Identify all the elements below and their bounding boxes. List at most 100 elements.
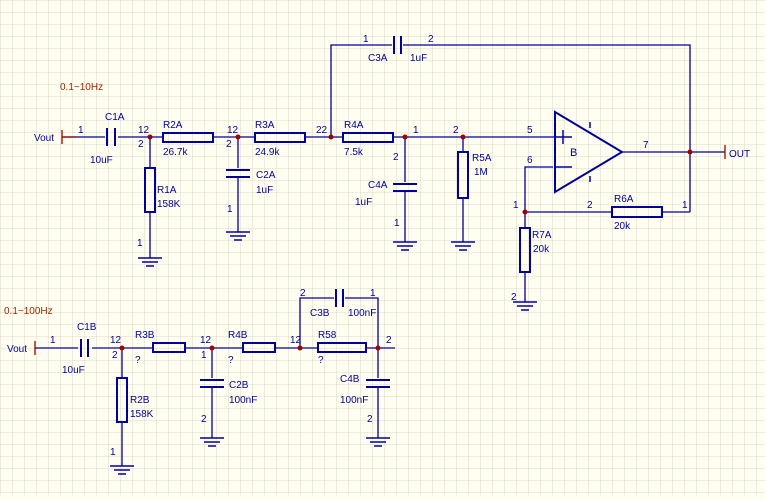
upper-r1-value: 158K — [157, 199, 181, 210]
lower-c4-ref: C4B — [340, 374, 360, 385]
pin-number: 2 — [587, 200, 593, 211]
pin-number: 1 — [394, 218, 400, 229]
upper-r5-value: 1M — [474, 167, 488, 178]
upper-r3-value: 24.9k — [255, 147, 280, 158]
upper-r2-resistor — [162, 132, 214, 143]
pin-number: 1 — [227, 204, 233, 215]
upper-r5-ref: R5A — [472, 153, 492, 164]
pin-number: 2 — [367, 414, 373, 425]
upper-filter — [62, 44, 725, 302]
upper-c2-ref: C2A — [256, 170, 276, 181]
lower-input-label: Vout — [7, 344, 27, 355]
lower-c4-capacitor — [366, 379, 390, 388]
lower-r5-resistor — [317, 342, 367, 353]
pin-number: 2 — [393, 152, 399, 163]
upper-grounds — [138, 231, 537, 311]
upper-c4-capacitor — [393, 183, 417, 192]
lower-r2-resistor — [116, 377, 128, 423]
pin-number: 12 — [200, 335, 212, 346]
pin-number: 1 — [50, 335, 56, 346]
upper-c3-capacitor — [393, 36, 402, 54]
upper-r2-value: 26.7k — [163, 147, 188, 158]
lower-r2-ref: R2B — [130, 395, 150, 406]
upper-r7-ref: R7A — [532, 230, 552, 241]
pin-number: 12 — [290, 335, 302, 346]
upper-c1-value: 10uF — [90, 155, 113, 166]
upper-c4-ref: C4A — [368, 180, 388, 191]
pin-number: 1 — [78, 125, 84, 136]
upper-output-label: OUT — [729, 149, 750, 160]
lower-c3-capacitor — [335, 289, 344, 307]
lower-r4-resistor — [242, 342, 276, 353]
pin-number: 1 — [682, 200, 688, 211]
pin-number: 2 — [112, 350, 118, 361]
pin-number: 1 — [513, 200, 519, 211]
lower-c1-capacitor — [80, 339, 89, 357]
upper-r4-resistor — [342, 132, 394, 143]
upper-r7-value: 20k — [533, 244, 550, 255]
upper-pin-stubs — [61, 130, 726, 159]
pin-number: 1 — [110, 447, 116, 458]
pin-number: 12 — [138, 125, 150, 136]
lower-r3-resistor — [152, 342, 186, 353]
pin-number: 2 — [201, 414, 207, 425]
pin-number: 5 — [527, 125, 533, 136]
lower-range-label: 0.1~100Hz — [4, 306, 53, 317]
upper-range-label: 0.1~10Hz — [60, 82, 103, 93]
lower-r5-value: ? — [318, 355, 324, 366]
lower-c1-ref: C1B — [77, 322, 97, 333]
upper-input-label: Vout — [34, 133, 54, 144]
lower-r4-value: ? — [228, 355, 234, 366]
pin-number: 7 — [643, 140, 649, 151]
labels: 0.1~10Hz Vout OUT C1A 10uF R2A 26.7k R1A… — [4, 34, 750, 458]
upper-r4-value: 7.5k — [344, 147, 364, 158]
lower-r5-ref: R58 — [318, 330, 337, 341]
lower-r4-ref: R4B — [228, 330, 248, 341]
upper-r6-value: 20k — [614, 221, 631, 232]
lower-grounds — [110, 437, 390, 475]
pin-number: 2 — [511, 292, 517, 303]
upper-junctions — [147, 134, 693, 215]
pin-number: 2 — [386, 335, 392, 346]
pin-number: 2 — [453, 125, 459, 136]
pin-number: 1 — [363, 34, 369, 45]
lower-c3-value: 100nF — [348, 308, 376, 319]
upper-r3-resistor — [254, 132, 306, 143]
opamp-label: B — [570, 147, 577, 159]
pin-number: 1 — [137, 238, 143, 249]
lower-c2-ref: C2B — [229, 380, 249, 391]
lower-c2-capacitor — [200, 379, 224, 388]
lower-c2-value: 100nF — [229, 395, 257, 406]
pin-number: 2 — [138, 139, 144, 150]
lower-c4-value: 100nF — [340, 395, 368, 406]
pin-number: 12 — [227, 125, 239, 136]
upper-r6-resistor — [611, 206, 663, 218]
pin-number: 2 — [300, 288, 306, 299]
lower-r3-ref: R3B — [135, 330, 155, 341]
pin-number: 2 — [226, 139, 232, 150]
upper-c1-ref: C1A — [105, 112, 125, 123]
lower-c3-ref: C3B — [310, 308, 330, 319]
upper-c3-value: 1uF — [410, 53, 427, 64]
pin-number: 6 — [527, 155, 533, 166]
pin-number: 1 — [413, 125, 419, 136]
pin-number: 1 — [370, 288, 376, 299]
upper-r1-resistor — [144, 167, 156, 213]
upper-r6-ref: R6A — [614, 194, 634, 205]
upper-r5-resistor — [457, 151, 469, 199]
lower-r3-value: ? — [135, 355, 141, 366]
pin-number: 12 — [110, 335, 122, 346]
upper-c3-ref: C3A — [368, 53, 388, 64]
lower-r2-value: 158K — [130, 409, 154, 420]
lower-junctions — [119, 345, 381, 351]
upper-r7-resistor — [519, 227, 531, 273]
upper-r1-ref: R1A — [157, 185, 177, 196]
upper-c1-capacitor — [106, 128, 116, 146]
upper-c4-value: 1uF — [355, 197, 372, 208]
upper-r4-ref: R4A — [344, 120, 364, 131]
pin-number: 2 — [428, 34, 434, 45]
lower-c1-value: 10uF — [62, 365, 85, 376]
